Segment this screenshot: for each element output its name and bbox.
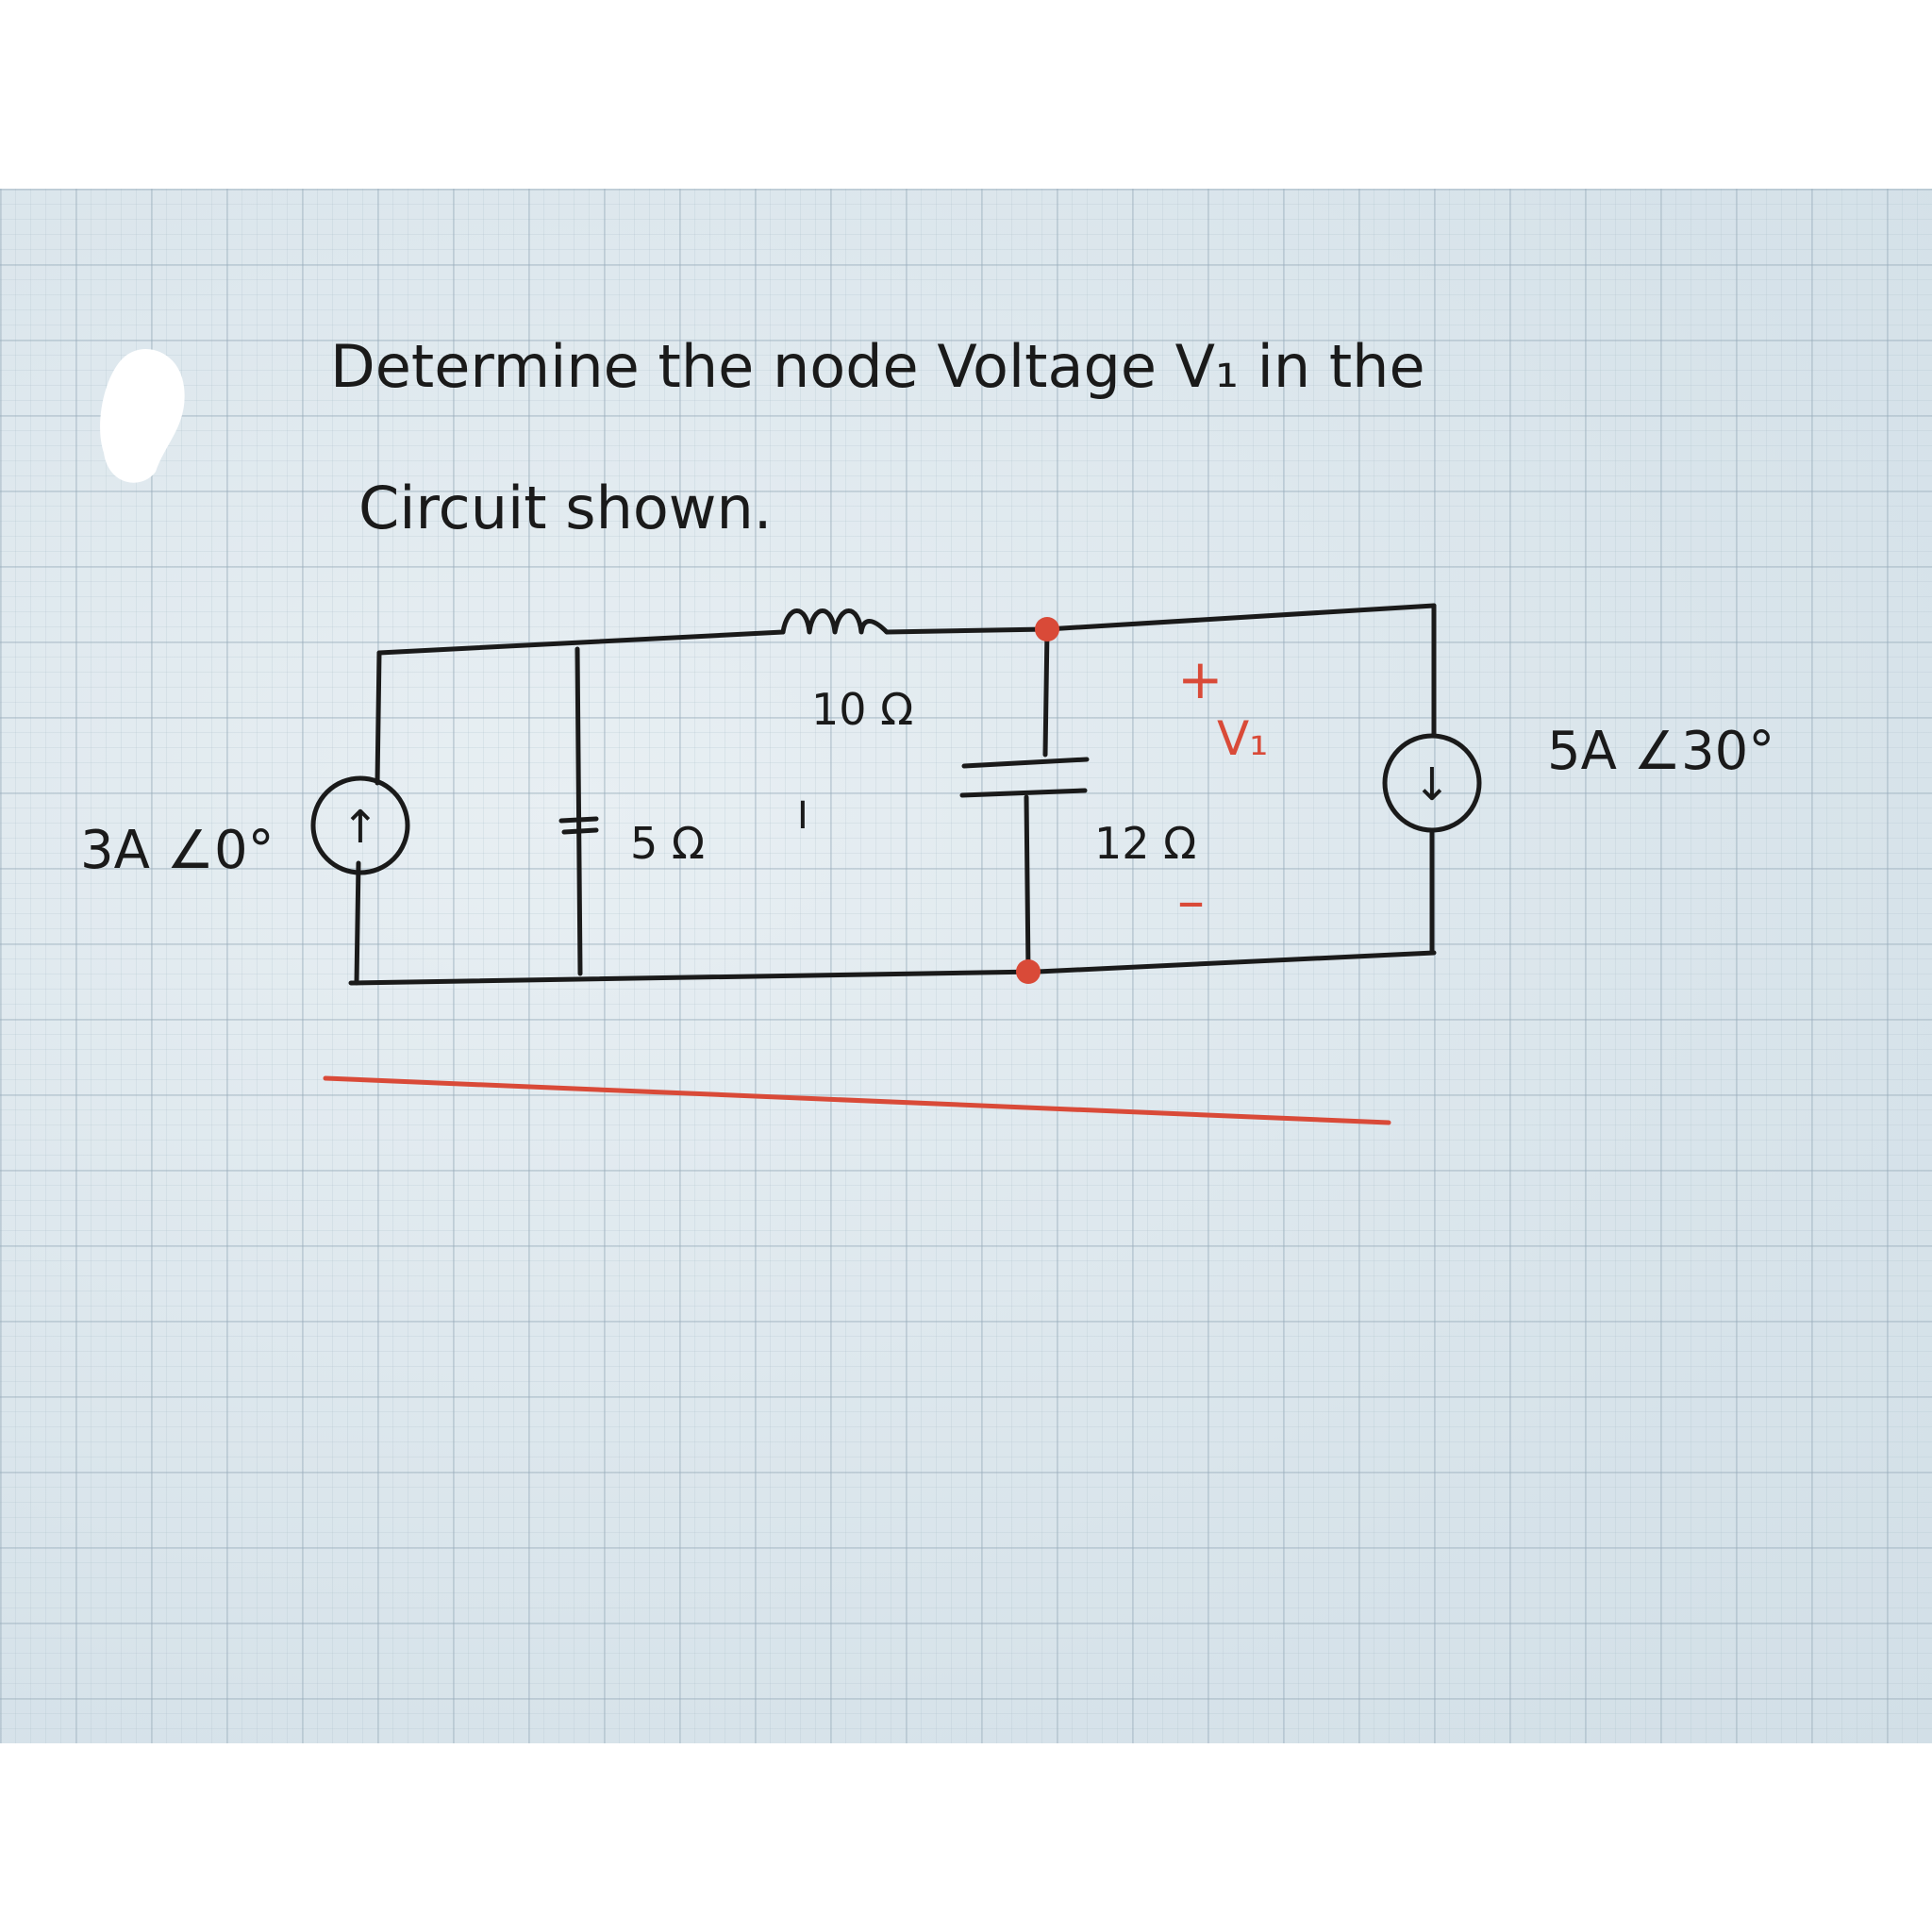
source-left-label: 3A ∠0° (80, 820, 275, 881)
current-source-left (310, 775, 410, 875)
top-wire-left (376, 629, 786, 656)
top-wire-right (1044, 603, 1437, 632)
left-wire-lower (354, 860, 361, 986)
white-blob (100, 349, 185, 483)
problem-line-1: Determine the node Voltage V₁ in the (330, 332, 1425, 401)
voltage-minus: – (1177, 869, 1205, 933)
current-source-right (1382, 733, 1482, 833)
bottom-wire (348, 950, 1437, 986)
red-underline (323, 1075, 1391, 1125)
inductor-label: 10 Ω (811, 684, 913, 735)
voltage-name: V₁ (1217, 711, 1268, 766)
cap-plate-bottom (959, 788, 1088, 798)
cap-bottom-wire (1024, 794, 1031, 974)
branch-5ohm-wire (575, 646, 583, 976)
source-right-label: 5A ∠30° (1547, 721, 1774, 782)
inductor-coil (780, 608, 890, 635)
resistor-label: 12 Ω (1094, 818, 1196, 869)
left-wire-upper (375, 650, 382, 786)
grid-paper-photo (0, 189, 1932, 1743)
capacitor-label: 5 Ω (630, 818, 705, 869)
node-dot-top (1035, 617, 1059, 641)
capacitor-5ohm-marks (558, 816, 599, 835)
cap-top-wire (1042, 626, 1050, 758)
top-wire-mid (884, 626, 1050, 635)
cap-plate-top (961, 757, 1090, 769)
text-cursor-icon: I (797, 794, 808, 838)
problem-line-2: Circuit shown. (358, 474, 773, 542)
source-left-arrow-icon: ↑ (341, 801, 379, 854)
source-right-arrow-icon: ↓ (1413, 758, 1451, 811)
node-dot-bottom (1016, 959, 1041, 984)
voltage-plus: + (1177, 647, 1224, 711)
